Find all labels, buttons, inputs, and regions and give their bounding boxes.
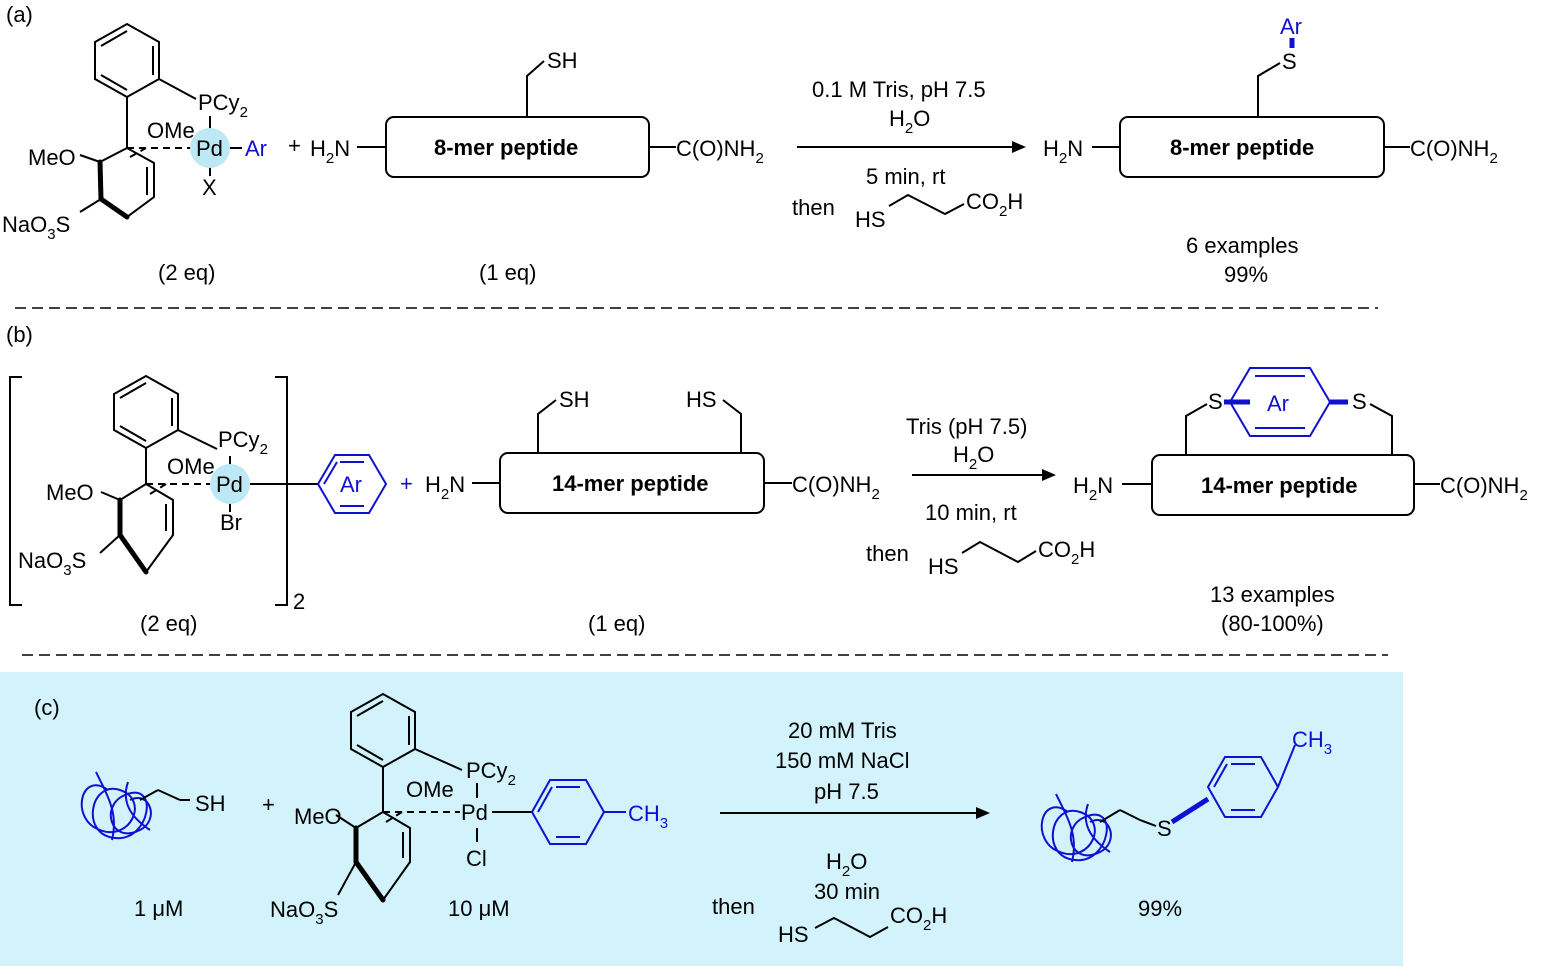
precatalyst-a-structure bbox=[79, 22, 242, 220]
amide-label-a: C(O)NH2 bbox=[676, 136, 764, 167]
panel-c-background bbox=[0, 672, 1403, 966]
svg-text:OMe: OMe bbox=[406, 777, 454, 802]
product-c-methyl: CH3 bbox=[1292, 727, 1332, 758]
svg-text:10 min, rt: 10 min, rt bbox=[925, 500, 1017, 525]
product-a-amide: C(O)NH2 bbox=[1410, 136, 1498, 167]
conc-protein: 1 μM bbox=[134, 896, 183, 921]
conditions-a-3: 5 min, rt bbox=[866, 164, 945, 189]
examples-a: 6 examples bbox=[1186, 233, 1299, 258]
pd-label-b: Pd bbox=[216, 472, 243, 497]
amine-label-a: H2N bbox=[310, 136, 350, 167]
product-b-peptide-label: 14-mer peptide bbox=[1201, 473, 1358, 498]
svg-text:H2O: H2O bbox=[953, 442, 994, 473]
halide-x-label: X bbox=[202, 175, 217, 200]
svg-text:30 min: 30 min bbox=[814, 879, 880, 904]
protein-thiol-label: SH bbox=[195, 791, 226, 816]
panel-c: (c) SH 1 μM + bbox=[34, 692, 1332, 947]
methyl-label-c: CH3 bbox=[628, 801, 668, 832]
plus-sign-c: + bbox=[262, 792, 275, 817]
eq-catalyst-b: (2 eq) bbox=[140, 611, 197, 636]
yield-c: 99% bbox=[1138, 896, 1182, 921]
mpa-hs-a: HS bbox=[855, 207, 886, 232]
product-a-peptide-label: 8-mer peptide bbox=[1170, 135, 1314, 160]
pd-label: Pd bbox=[196, 136, 223, 161]
svg-text:then: then bbox=[712, 894, 755, 919]
precatalyst-c-structure bbox=[335, 692, 626, 903]
water-label-a: H2O bbox=[889, 106, 930, 137]
yield-b: (80-100%) bbox=[1221, 611, 1324, 636]
product-c-protein-scribble-icon bbox=[1040, 744, 1296, 863]
svg-text:then: then bbox=[866, 541, 909, 566]
svg-text:C(O)NH2: C(O)NH2 bbox=[1440, 473, 1528, 504]
eq-peptide-b: (1 eq) bbox=[588, 611, 645, 636]
right-bracket bbox=[275, 376, 288, 606]
aryl-ar-label-b: Ar bbox=[340, 472, 362, 497]
svg-text:C(O)NH2: C(O)NH2 bbox=[792, 472, 880, 503]
panel-a-label: (a) bbox=[6, 2, 33, 27]
product-b-ar: Ar bbox=[1267, 391, 1289, 416]
thiol-left-b: SH bbox=[559, 387, 590, 412]
ome-label: OMe bbox=[147, 118, 195, 143]
aryl-ar-label: Ar bbox=[245, 136, 267, 161]
left-bracket bbox=[9, 376, 22, 606]
dimer-subscript: 2 bbox=[293, 589, 305, 614]
eq-peptide-a: (1 eq) bbox=[479, 260, 536, 285]
panel-a: (a) PCy2 OMe Pd Ar X MeO NaO3S bbox=[2, 2, 1498, 287]
mpa-co2h-a: CO2H bbox=[966, 189, 1023, 220]
panel-c-label: (c) bbox=[34, 695, 60, 720]
panel-b: (b) 2 bbox=[6, 322, 1528, 636]
svg-text:H2N: H2N bbox=[425, 472, 465, 503]
thiol-right-b: HS bbox=[686, 387, 717, 412]
svg-text:CO2H: CO2H bbox=[1038, 537, 1095, 568]
svg-text:MeO: MeO bbox=[294, 804, 342, 829]
svg-text:HS: HS bbox=[778, 922, 809, 947]
svg-text:Tris (pH 7.5): Tris (pH 7.5) bbox=[906, 414, 1027, 439]
svg-text:H2O: H2O bbox=[826, 849, 867, 880]
product-a-sulfur: S bbox=[1282, 49, 1297, 74]
eq-catalyst-a: (2 eq) bbox=[158, 260, 215, 285]
plus-sign-a: + bbox=[288, 133, 301, 158]
precatalyst-b-structure bbox=[99, 374, 388, 575]
pd-highlight-circle bbox=[190, 128, 230, 168]
peptide-label-14mer: 14-mer peptide bbox=[552, 471, 709, 496]
examples-b: 13 examples bbox=[1210, 582, 1335, 607]
svg-text:OMe: OMe bbox=[167, 454, 215, 479]
svg-text:H2N: H2N bbox=[1073, 473, 1113, 504]
product-c-sulfur: S bbox=[1157, 816, 1172, 841]
svg-text:NaO3S: NaO3S bbox=[270, 897, 338, 928]
product-a-ar: Ar bbox=[1280, 14, 1302, 39]
svg-text:CO2H: CO2H bbox=[890, 903, 947, 934]
svg-text:PCy2: PCy2 bbox=[466, 758, 516, 789]
plus-sign-b: + bbox=[400, 471, 413, 496]
pd-label-c: Pd bbox=[461, 800, 488, 825]
yield-a: 99% bbox=[1224, 262, 1268, 287]
svg-text:150 mM NaCl: 150 mM NaCl bbox=[775, 748, 909, 773]
svg-text:MeO: MeO bbox=[46, 480, 94, 505]
svg-text:20 mM Tris: 20 mM Tris bbox=[788, 718, 897, 743]
thiol-label-a: SH bbox=[547, 48, 578, 73]
chloride-label: Cl bbox=[466, 846, 487, 871]
svg-text:NaO3S: NaO3S bbox=[18, 548, 86, 579]
panel-b-label: (b) bbox=[6, 322, 33, 347]
meo-label: MeO bbox=[28, 145, 76, 170]
bromide-label: Br bbox=[220, 510, 242, 535]
then-a: then bbox=[792, 195, 835, 220]
conditions-a-1: 0.1 M Tris, pH 7.5 bbox=[812, 77, 986, 102]
svg-text:pH 7.5: pH 7.5 bbox=[814, 779, 879, 804]
product-a-amine: H2N bbox=[1043, 136, 1083, 167]
protein-scribble-icon bbox=[80, 771, 190, 841]
conc-catalyst: 10 μM bbox=[448, 896, 510, 921]
product-b-sulfur-left: S bbox=[1208, 389, 1223, 414]
product-b-sulfur-right: S bbox=[1352, 389, 1367, 414]
sulfonate-label: NaO3S bbox=[2, 212, 70, 243]
pcy2-label: PCy2 bbox=[198, 90, 248, 121]
peptide-label-8mer: 8-mer peptide bbox=[434, 135, 578, 160]
svg-text:HS: HS bbox=[928, 554, 959, 579]
svg-text:PCy2: PCy2 bbox=[218, 427, 268, 458]
